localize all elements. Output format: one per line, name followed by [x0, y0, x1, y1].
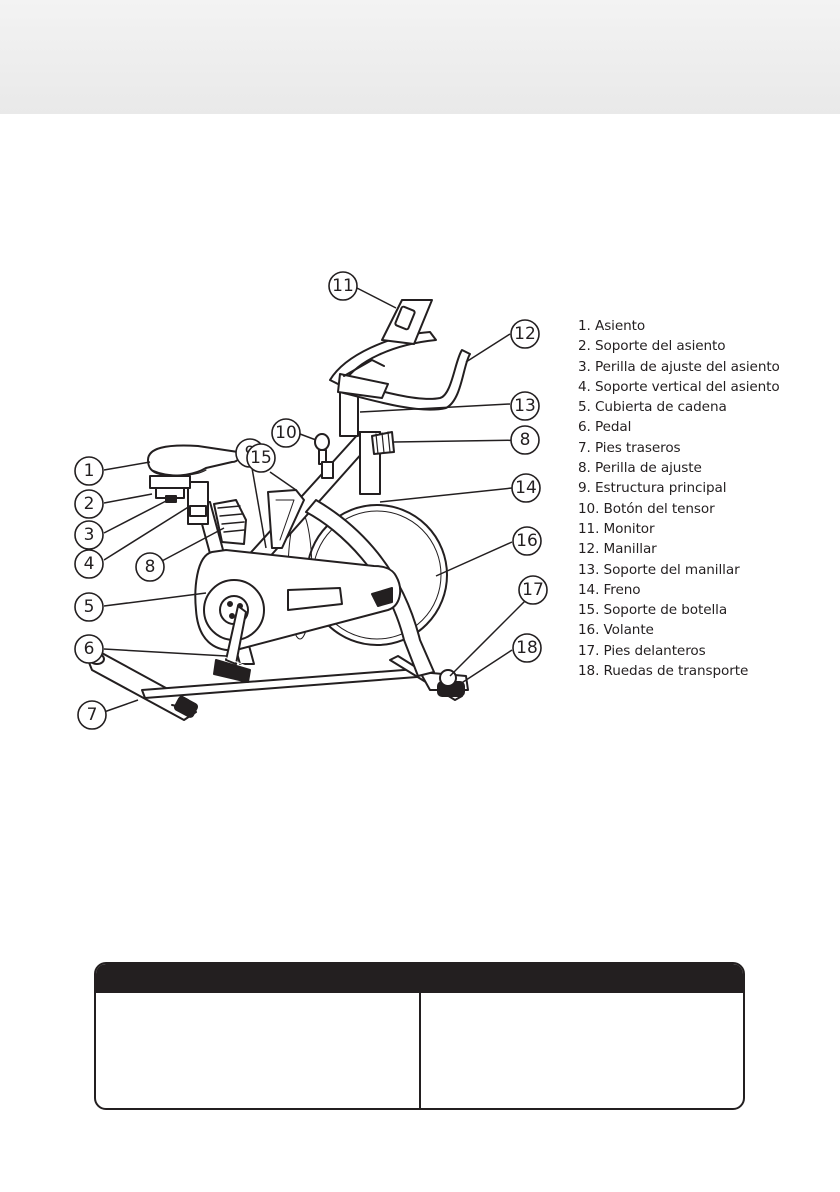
legend-item: 18. Ruedas de transporte — [578, 663, 749, 680]
callout-17: 17 — [518, 575, 548, 605]
parts-legend: 1. Asiento 2. Soporte del asiento 3. Per… — [578, 316, 780, 681]
callout-markers: 1 2 3 4 5 6 7 8 9 10 15 11 12 13 8 14 16… — [74, 271, 548, 730]
legend-item: 4. Soporte vertical del asiento — [578, 378, 780, 395]
svg-text:3: 3 — [84, 525, 95, 545]
crank-pedal-illustration — [213, 605, 251, 683]
svg-text:18: 18 — [516, 638, 538, 658]
front-feet-illustration — [389, 655, 469, 701]
callout-5: 5 — [74, 592, 104, 622]
legend-item: 7. Pies traseros — [578, 439, 681, 456]
legend-item: 6. Pedal — [578, 419, 632, 436]
adjustment-knob-rear-illustration — [213, 499, 247, 545]
seat-illustration — [147, 444, 241, 503]
svg-text:5: 5 — [84, 597, 95, 617]
callout-4: 4 — [74, 549, 104, 579]
legend-item: 1. Asiento — [578, 318, 646, 334]
header-band — [0, 0, 840, 114]
legend-item: 9. Estructura principal — [578, 480, 727, 497]
spec-table-header — [96, 964, 743, 993]
spec-table-cell-left — [96, 993, 419, 1108]
legend-item: 3. Perilla de ajuste del asiento — [578, 358, 780, 375]
svg-text:8: 8 — [520, 430, 531, 450]
legend-item: 8. Perilla de ajuste — [578, 460, 702, 477]
seat-post-illustration — [187, 481, 209, 525]
legend-item: 11. Monitor — [578, 520, 655, 537]
legend-item: 2. Soporte del asiento — [578, 338, 726, 355]
svg-text:2: 2 — [84, 494, 95, 514]
callout-6: 6 — [74, 634, 104, 664]
svg-text:7: 7 — [87, 705, 98, 725]
legend-item: 5. Cubierta de cadena — [578, 399, 727, 416]
svg-text:11: 11 — [332, 276, 354, 296]
tension-knob-illustration — [314, 433, 334, 479]
callout-3: 3 — [74, 520, 104, 550]
svg-text:15: 15 — [250, 448, 272, 468]
svg-text:10: 10 — [275, 423, 297, 443]
svg-text:13: 13 — [514, 396, 536, 416]
callout-14: 14 — [511, 473, 541, 503]
callout-2: 2 — [74, 489, 104, 519]
callout-18: 18 — [512, 633, 542, 663]
callout-13: 13 — [510, 391, 540, 421]
callout-1: 1 — [74, 456, 104, 486]
legend-item: 13. Soporte del manillar — [578, 561, 740, 578]
svg-text:12: 12 — [514, 324, 536, 344]
svg-text:4: 4 — [84, 554, 95, 574]
svg-text:14: 14 — [515, 478, 537, 498]
callout-11: 11 — [328, 271, 358, 301]
leader-lines — [103, 286, 531, 713]
legend-item: 15. Soporte de botella — [578, 602, 728, 619]
callout-10: 10 — [271, 418, 301, 448]
spec-table — [94, 962, 745, 1110]
legend-item: 17. Pies delanteros — [578, 642, 706, 659]
callout-8-rear: 8 — [135, 552, 165, 582]
monitor-illustration — [381, 299, 433, 345]
callout-15: 15 — [246, 443, 276, 473]
legend-item: 16. Volante — [578, 622, 654, 639]
svg-text:17: 17 — [522, 580, 544, 600]
legend-item: 14. Freno — [578, 581, 641, 598]
spec-table-body — [96, 993, 744, 1108]
handlebar-illustration — [329, 331, 471, 411]
rear-feet-illustration — [87, 651, 199, 721]
legend-item: 10. Botón del tensor — [578, 500, 715, 517]
spec-table-cell-right — [418, 993, 744, 1108]
callout-8-front: 8 — [510, 425, 540, 455]
callout-12: 12 — [510, 319, 540, 349]
bottle-holder-illustration — [267, 489, 305, 549]
svg-text:16: 16 — [516, 531, 538, 551]
legend-item: 12. Manillar — [578, 541, 657, 558]
svg-text:8: 8 — [145, 557, 156, 577]
svg-text:6: 6 — [84, 639, 95, 659]
chain-cover-illustration — [194, 549, 402, 652]
callout-7: 7 — [77, 700, 107, 730]
adjustment-knob-front-illustration — [371, 431, 395, 455]
base-beam-illustration — [141, 667, 431, 699]
svg-text:1: 1 — [84, 461, 95, 481]
callout-16: 16 — [512, 526, 542, 556]
